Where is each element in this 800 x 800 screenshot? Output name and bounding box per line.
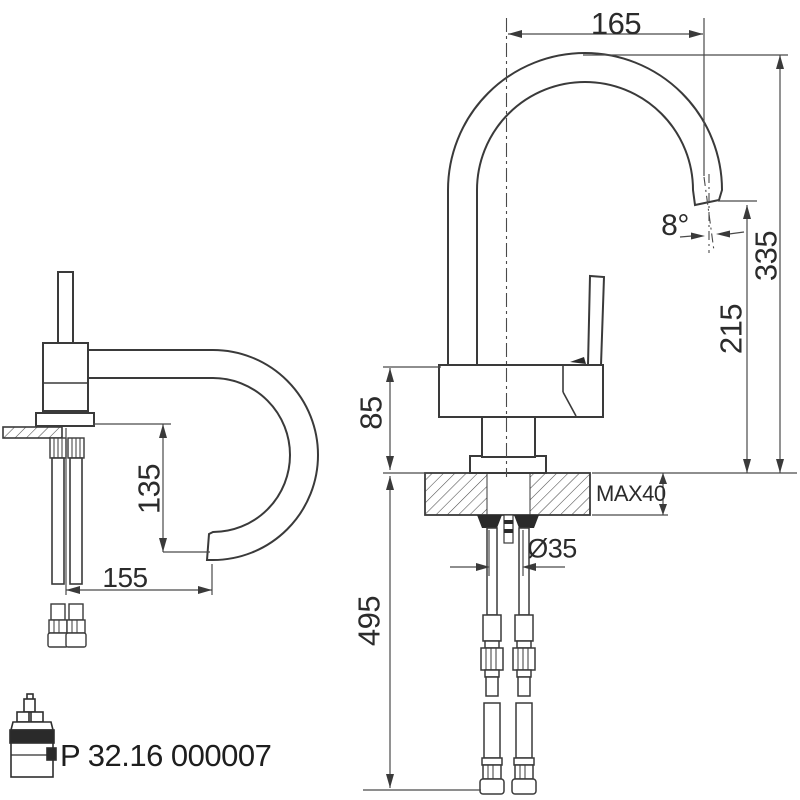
front-view <box>424 52 724 795</box>
dimension-label-max-deck-thickness: MAX40 <box>596 481 666 506</box>
front-spout <box>447 52 724 366</box>
front-view-arrows <box>386 30 784 788</box>
dimension-label-side-reach: 155 <box>102 562 148 593</box>
front-hose-right <box>511 527 537 795</box>
dimension-label-side-outlet-drop: 135 <box>131 463 167 515</box>
front-view-dimensions <box>363 18 797 791</box>
dimension-label-spout-reach: 165 <box>590 6 642 41</box>
side-counter <box>2 426 63 439</box>
cartridge-icon <box>9 693 57 778</box>
dimension-label-hole-diameter: Ø35 <box>527 533 577 564</box>
dimension-label-outlet-height: 215 <box>713 303 749 355</box>
front-body <box>438 364 604 418</box>
centerlines <box>505 18 715 477</box>
dimension-label-body-height: 85 <box>353 396 389 430</box>
fixing-washer-right <box>514 515 539 528</box>
fixing-washer-left <box>477 515 502 528</box>
dimension-label-outlet-angle: 8° <box>661 209 689 242</box>
dimension-label-hose-length: 495 <box>351 595 387 647</box>
handle-pivot <box>570 357 586 364</box>
side-view-arrows <box>66 424 212 594</box>
side-flange <box>35 412 95 427</box>
side-hose-right <box>69 457 83 585</box>
side-hose-fittings <box>47 603 87 648</box>
dimension-label-total-height: 335 <box>748 230 784 282</box>
part-number: P 32.16 000007 <box>60 738 272 773</box>
side-hose-left <box>51 457 65 585</box>
front-hose-left <box>479 527 505 795</box>
side-body <box>42 342 89 412</box>
side-view-dimensions <box>65 423 213 595</box>
front-handle <box>586 274 606 366</box>
side-view <box>2 271 319 648</box>
front-flange <box>469 455 547 474</box>
side-handle <box>57 271 74 344</box>
side-spout <box>87 349 319 561</box>
front-shank <box>481 412 536 458</box>
